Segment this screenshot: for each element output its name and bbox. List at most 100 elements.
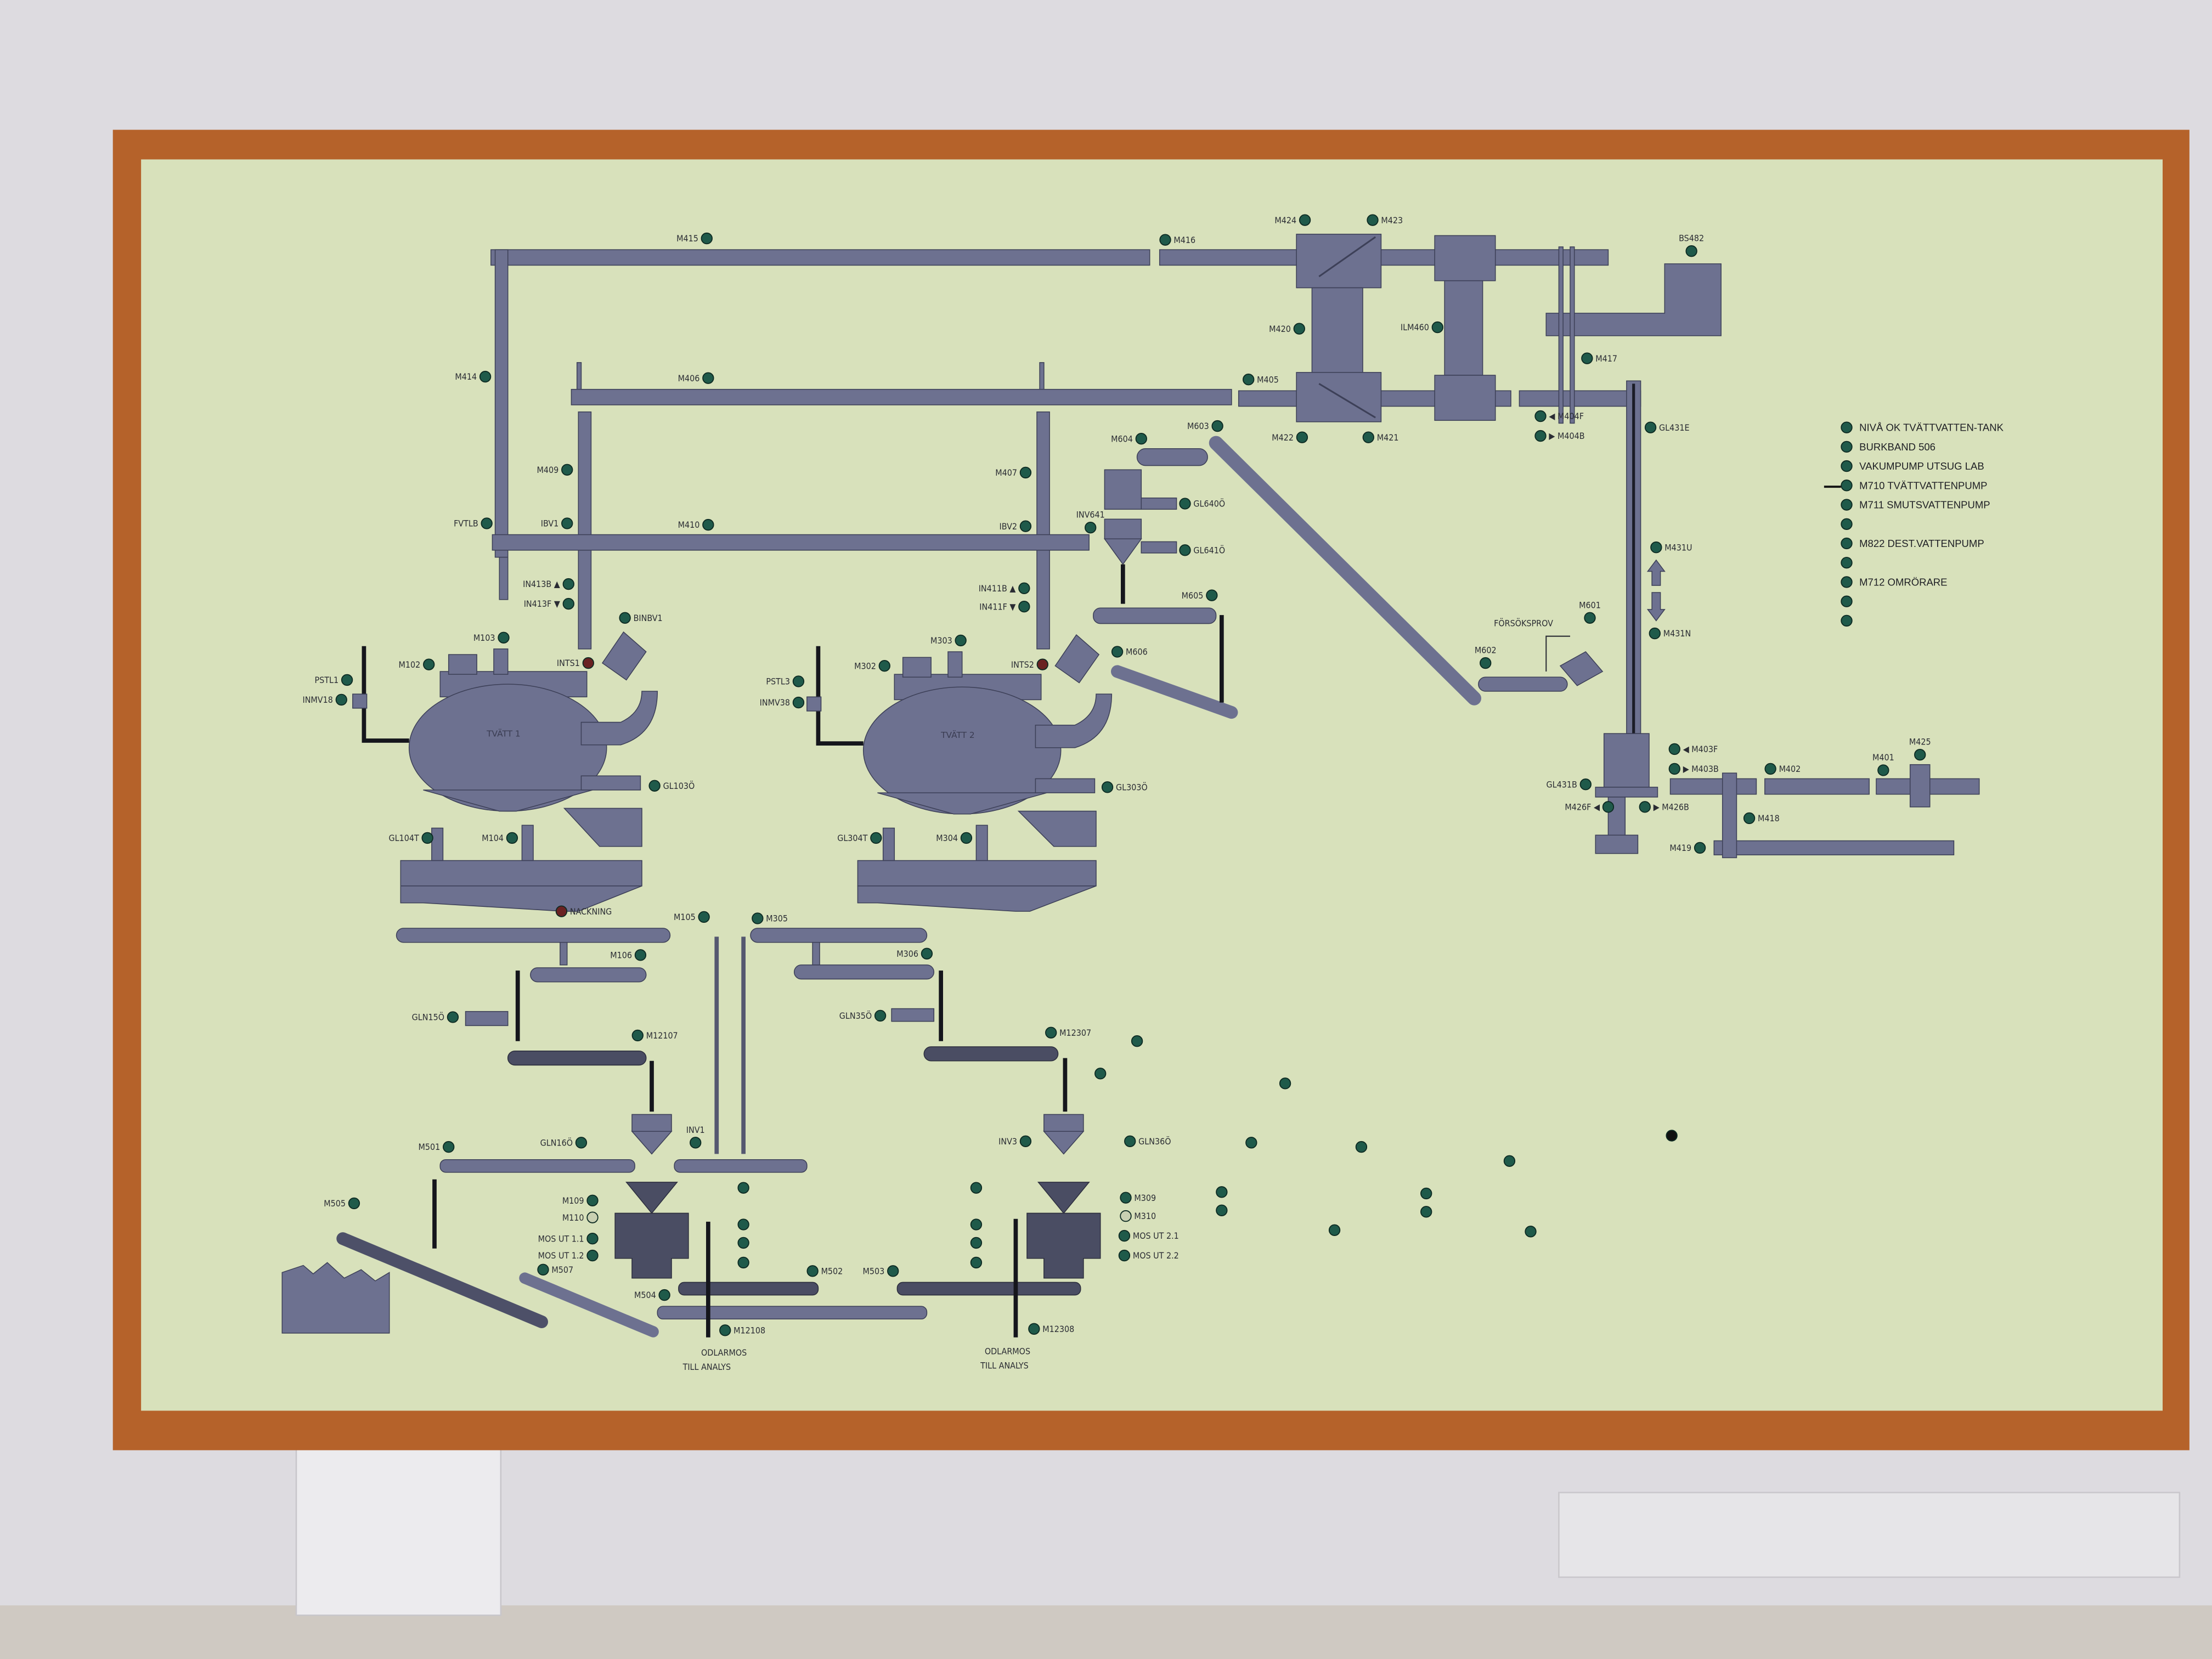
- indicator-label: M415: [676, 233, 698, 244]
- indicator-label: ILM460: [1401, 322, 1429, 332]
- indicator-lamp-icon: [1649, 627, 1661, 640]
- unlabeled-lamp-icon: [1328, 1224, 1341, 1236]
- legend-label: M710 TVÄTTVATTENPUMP: [1859, 479, 1987, 491]
- indicator-label: M109: [562, 1195, 584, 1206]
- unlabeled-lamp-icon: [1279, 1077, 1291, 1090]
- indicator-label: M507: [551, 1265, 573, 1275]
- indicator-lamp-icon: [562, 597, 574, 610]
- indicator-label: MOS UT 1.2: [538, 1250, 584, 1261]
- indicator-label: M106: [610, 950, 632, 961]
- analysis-1-line-2: TILL ANALYS: [682, 1362, 731, 1372]
- indicator-label: M502: [821, 1266, 843, 1277]
- legend-lamp-icon: [1841, 499, 1853, 511]
- pipework: [281, 234, 1980, 1338]
- indicator-label: M604: [1111, 433, 1133, 444]
- indicator-label: M12107: [646, 1030, 678, 1041]
- indicator-m409: M409: [537, 464, 573, 476]
- indicator-gl431b: GL431B: [1547, 778, 1592, 791]
- indicator-label: GL431B: [1547, 779, 1577, 789]
- indicator-lamp-icon: [619, 612, 631, 624]
- indicator-lamp-icon: [1028, 1323, 1040, 1335]
- indicator-m423: M423: [1367, 214, 1403, 226]
- indicator-label: M417: [1595, 353, 1617, 364]
- indicator-lamp-icon: [1579, 778, 1592, 791]
- indicator-inv3: INV3: [998, 1135, 1032, 1147]
- indicator-m407: M407: [995, 466, 1032, 479]
- indicator-label: GL640Ö: [1193, 499, 1225, 509]
- indicator-lamp-icon: [878, 660, 890, 672]
- indicator-label: M406: [678, 373, 700, 383]
- indicator-m605: M605: [1182, 589, 1218, 601]
- indicator-label: GL641Ö: [1193, 545, 1225, 556]
- indicator-label: GLN15Ö: [412, 1012, 444, 1023]
- indicator-lamp-icon: [1206, 589, 1218, 601]
- indicator-m109: M109: [562, 1194, 599, 1206]
- legend-item: M712 OMRÖRARE: [1841, 576, 1948, 588]
- indicator-label: M431N: [1663, 628, 1691, 639]
- indicator-label: M105: [674, 912, 696, 922]
- indicator-ibv1: IBV1: [541, 517, 573, 529]
- indicator-label: M602: [1475, 645, 1497, 656]
- indicator-m309: M309: [1120, 1192, 1156, 1204]
- indicator-m604: M604: [1111, 433, 1147, 445]
- indicator-label: GL104T: [388, 833, 419, 843]
- indicator-label: M426F ◀: [1565, 802, 1600, 812]
- indicator-lamp-icon: [1045, 1026, 1057, 1039]
- indicator-label: INMV18: [302, 695, 332, 705]
- legend-item: [1841, 518, 1853, 530]
- indicator-lamp-icon: [1019, 1135, 1032, 1147]
- mash-tun-1: [614, 1182, 689, 1279]
- indicator-label: MOS UT 2.2: [1133, 1250, 1179, 1261]
- indicator-gl304t: GL304T: [837, 832, 882, 844]
- unlabeled-lamp-icon: [1131, 1035, 1143, 1047]
- indicator-nackning: NACKNING: [555, 905, 612, 917]
- indicator-mos-ut-1-1: MOS UT 1.1: [538, 1233, 599, 1245]
- indicator-m12108: M12108: [719, 1324, 765, 1336]
- indicator-label: M420: [1269, 324, 1291, 334]
- indicator-m419: M419: [1669, 842, 1706, 854]
- legend-item: NIVÅ OK TVÄTTVATTEN-TANK: [1841, 421, 2004, 433]
- indicator-lamp-icon: [806, 1265, 819, 1277]
- tank-2-label: TVÄTT 2: [940, 730, 975, 740]
- indicator-lamp-icon: [1534, 410, 1547, 422]
- indicator-lamp-icon: [1668, 763, 1680, 775]
- indicator-lamp-icon: [1018, 601, 1030, 613]
- unlabeled-lamp-icon: [737, 1256, 749, 1269]
- indicator-label: GL431E: [1659, 422, 1690, 433]
- indicator-label: M303: [930, 635, 952, 646]
- indicator-in411f: IN411F ▼: [979, 601, 1030, 613]
- indicator-label: M304: [936, 833, 958, 843]
- indicator-m102: M102: [399, 658, 435, 670]
- indicator-m416: M416: [1159, 234, 1195, 246]
- indicator-label: INTS1: [557, 658, 580, 668]
- indicator-lamp-icon: [1159, 234, 1171, 246]
- indicator-lamp-icon: [1877, 764, 1889, 776]
- indicator-m415: M415: [676, 232, 713, 245]
- indicator-lamp-icon: [582, 657, 594, 669]
- indicator-lamp-icon: [1019, 520, 1032, 532]
- indicator-m406: M406: [678, 372, 714, 384]
- indicator-label: IN413F ▼: [524, 599, 560, 609]
- unlabeled-lamp-icon: [1503, 1155, 1516, 1167]
- radiator: [1558, 1492, 2181, 1578]
- indicator-label: BS482: [1679, 233, 1704, 244]
- indicator-pstl3: PSTL3: [766, 675, 805, 687]
- indicator-lamp-icon: [702, 372, 714, 384]
- indicator-gln15: GLN15Ö: [412, 1011, 459, 1023]
- indicator-label: M407: [995, 467, 1017, 478]
- indicator-label: M302: [854, 661, 876, 671]
- indicator-lamp-icon: [1650, 541, 1662, 554]
- indicator-m418: M418: [1743, 812, 1780, 825]
- unlabeled-lamp-icon: [1420, 1187, 1432, 1200]
- legend-item: [1841, 614, 1853, 627]
- indicator-lamp-icon: [555, 905, 568, 917]
- indicator-label: M405: [1257, 374, 1279, 385]
- indicator-lamp-icon: [702, 518, 714, 531]
- indicator-lamp-icon: [648, 780, 661, 792]
- indicator-label: M422: [1272, 432, 1294, 443]
- indicator-lamp-icon: [701, 232, 713, 245]
- unlabeled-lamp-icon: [970, 1218, 983, 1231]
- legend-lamp-icon: [1841, 421, 1853, 433]
- indicator-lamp-icon: [586, 1211, 599, 1223]
- indicator-m306: M306: [896, 947, 933, 960]
